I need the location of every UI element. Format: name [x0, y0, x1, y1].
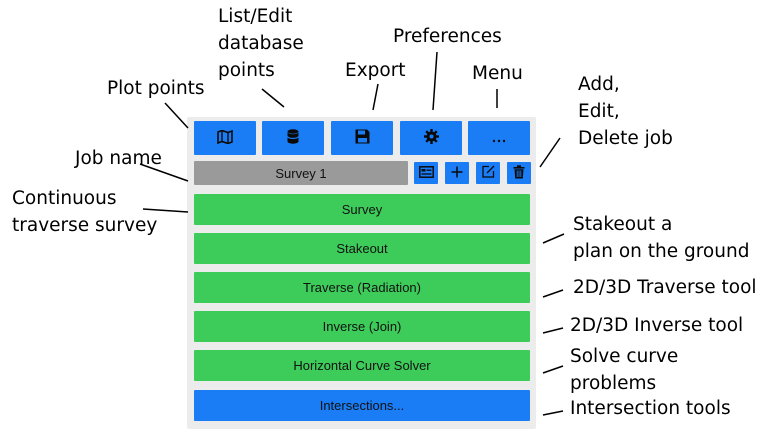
job-list-button[interactable] [414, 162, 438, 184]
pointer-export [372, 83, 379, 111]
job-name-text: Survey 1 [275, 165, 327, 181]
annotation-list-edit-line2: database [218, 32, 304, 54]
preferences-button[interactable] [400, 121, 462, 155]
annotation-list-edit-line3: points [218, 59, 275, 81]
annotation-stakeout-line2: plan on the ground [573, 240, 750, 262]
annotation-list-edit-line1: List/Edit [218, 6, 293, 27]
annotation-solve-curve-line1: Solve curve [570, 346, 679, 367]
pointer-job-name [139, 163, 189, 182]
annotation-plot-points: Plot points [107, 78, 205, 99]
pointer-add-edit-delete [539, 137, 561, 168]
pointer-preferences [432, 51, 438, 111]
floppy-disk-icon [355, 129, 370, 147]
intersections-button[interactable]: Intersections... [194, 390, 530, 421]
annotation-continuous-line2: traverse survey [12, 214, 158, 236]
annotation-continuous: Continuous traverse survey [12, 186, 157, 240]
plot-points-button[interactable] [194, 121, 256, 155]
annotation-preferences: Preferences [393, 26, 502, 47]
inverse-label: Inverse (Join) [322, 319, 402, 334]
database-icon [286, 129, 300, 147]
annotation-export: Export [345, 60, 406, 81]
export-button[interactable] [331, 121, 393, 155]
pointer-continuous [142, 208, 189, 213]
annotation-add-line: Add, [578, 74, 620, 95]
map-icon [217, 129, 233, 147]
stakeout-button[interactable]: Stakeout [194, 233, 530, 264]
annotation-delete-line: Delete job [578, 127, 673, 149]
menu-button[interactable] [468, 121, 530, 155]
delete-job-button[interactable] [507, 162, 531, 184]
annotation-intersection-tools: Intersection tools [570, 398, 731, 419]
pointer-inverse [542, 327, 564, 334]
trash-icon [513, 164, 525, 182]
curve-solver-button[interactable]: Horizontal Curve Solver [194, 350, 530, 381]
annotation-inverse-tool: 2D/3D Inverse tool [570, 315, 744, 336]
edit-icon [481, 165, 495, 181]
traverse-button[interactable]: Traverse (Radiation) [194, 272, 530, 303]
survey-label: Survey [341, 202, 383, 217]
annotation-continuous-line1: Continuous [12, 188, 117, 209]
pointer-traverse [542, 289, 564, 298]
annotation-stakeout: Stakeout a plan on the ground [573, 212, 749, 266]
ellipsis-icon [492, 130, 506, 146]
list-card-icon [418, 165, 434, 181]
pointer-intersections [542, 410, 564, 416]
plus-icon [451, 166, 463, 181]
pointer-stakeout [542, 233, 565, 244]
stakeout-label: Stakeout [336, 241, 388, 256]
job-name-field[interactable]: Survey 1 [194, 161, 408, 185]
annotation-add-edit-delete: Add, Edit, Delete job [578, 72, 673, 152]
annotation-solve-curve: Solve curve problems [570, 344, 678, 398]
annotation-menu: Menu [472, 63, 523, 84]
inverse-button[interactable]: Inverse (Join) [194, 311, 530, 342]
pointer-plot-points [164, 102, 189, 129]
annotation-edit-line: Edit, [578, 100, 620, 122]
edit-job-button[interactable] [476, 162, 500, 184]
annotation-traverse-tool: 2D/3D Traverse tool [573, 277, 757, 298]
pointer-list-edit [261, 88, 285, 108]
annotation-stakeout-line1: Stakeout a [573, 214, 673, 235]
pointer-curve [542, 365, 564, 374]
annotation-list-edit: List/Edit database points [218, 4, 304, 84]
curve-solver-label: Horizontal Curve Solver [293, 358, 431, 373]
gear-icon [423, 129, 439, 147]
intersections-label: Intersections... [319, 398, 405, 413]
survey-button[interactable]: Survey [194, 194, 530, 225]
traverse-label: Traverse (Radiation) [302, 280, 421, 295]
database-points-button[interactable] [262, 121, 324, 155]
add-job-button[interactable] [445, 162, 469, 184]
annotation-solve-curve-line2: problems [570, 372, 657, 394]
